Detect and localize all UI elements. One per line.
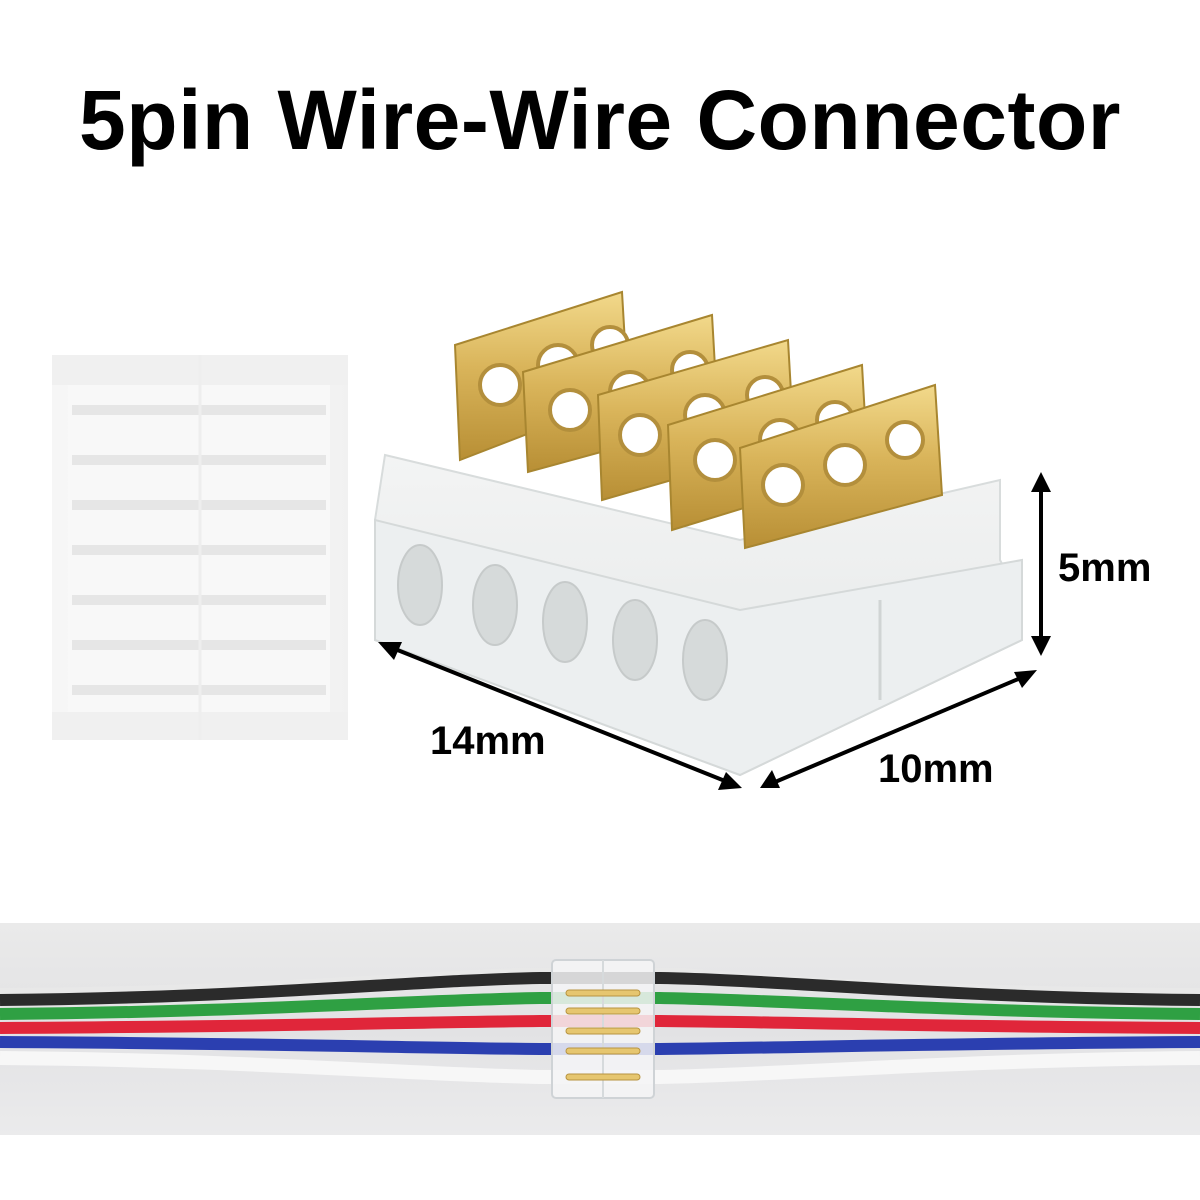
- connector-inline: [551, 959, 655, 1099]
- page-title: 5pin Wire-Wire Connector: [79, 73, 1121, 167]
- top-view-body: [52, 355, 348, 740]
- length-label: 14mm: [430, 719, 546, 763]
- gold-contacts: [453, 290, 944, 550]
- width-label: 10mm: [878, 747, 994, 791]
- dimension-arrows: [378, 472, 1051, 790]
- height-label: 5mm: [1058, 546, 1152, 590]
- connector-3d-view: [374, 290, 1023, 777]
